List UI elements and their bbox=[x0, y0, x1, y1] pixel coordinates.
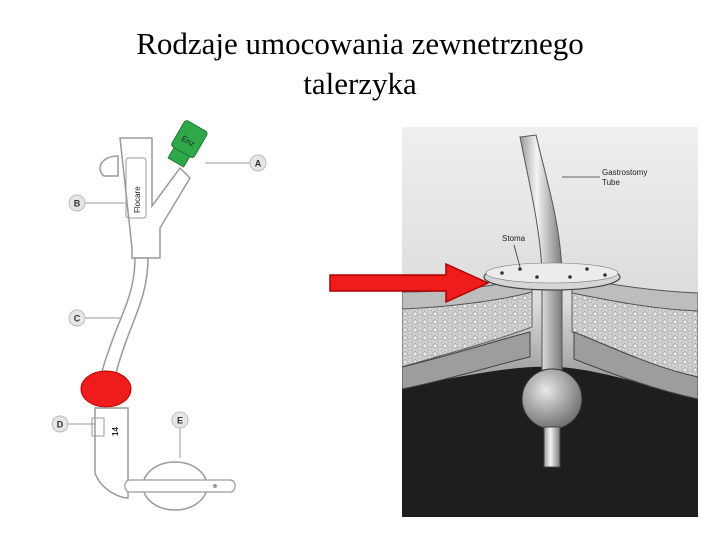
size-text: 14 bbox=[111, 427, 120, 436]
svg-text:E: E bbox=[177, 416, 183, 426]
side-clip bbox=[99, 155, 119, 177]
balloon-tip bbox=[124, 479, 236, 493]
internal-balloon bbox=[521, 368, 583, 430]
size-marker-box bbox=[91, 417, 105, 437]
label-d: D bbox=[51, 415, 69, 433]
lower-tube-body bbox=[94, 407, 129, 499]
tip-hole bbox=[213, 484, 217, 488]
left-tube-diagram: A B C D E Flocare Enz 14 bbox=[51, 120, 267, 511]
label-c: C bbox=[68, 309, 86, 327]
brand-plate bbox=[125, 157, 147, 219]
external-disc-highlight bbox=[80, 370, 132, 408]
label-a: A bbox=[249, 154, 267, 172]
label-gastrostomy: Gastrostomy bbox=[602, 168, 647, 177]
red-arrow-shape bbox=[329, 262, 490, 304]
label-tube: Tube bbox=[602, 178, 620, 187]
svg-text:B: B bbox=[74, 199, 81, 209]
stoma-leader bbox=[513, 244, 521, 268]
svg-text:C: C bbox=[74, 314, 81, 324]
stomach-wall-right bbox=[573, 331, 698, 400]
stoma-cross-section-image: Gastrostomy Tube Stoma bbox=[402, 127, 698, 517]
red-arrow-pointer bbox=[329, 262, 490, 304]
tube-tip bbox=[543, 426, 561, 468]
slide-title: Rodzaje umocowania zewnetrznego talerzyk… bbox=[0, 24, 720, 104]
disc-holes bbox=[500, 267, 607, 279]
y-port-body bbox=[119, 137, 191, 259]
label-e: E bbox=[171, 411, 189, 429]
svg-text:D: D bbox=[57, 420, 64, 430]
green-connector: Enz bbox=[167, 120, 208, 168]
stomach-wall-left bbox=[402, 331, 531, 390]
svg-text:A: A bbox=[255, 159, 262, 169]
label-stoma: Stoma bbox=[502, 234, 526, 243]
brand-text: Flocare bbox=[133, 186, 142, 213]
slide-title-line1: Rodzaje umocowania zewnetrznego bbox=[136, 26, 584, 61]
label-b: B bbox=[68, 194, 86, 212]
tube-shaft bbox=[99, 257, 149, 389]
slide-title-line2: talerzyka bbox=[303, 66, 417, 101]
